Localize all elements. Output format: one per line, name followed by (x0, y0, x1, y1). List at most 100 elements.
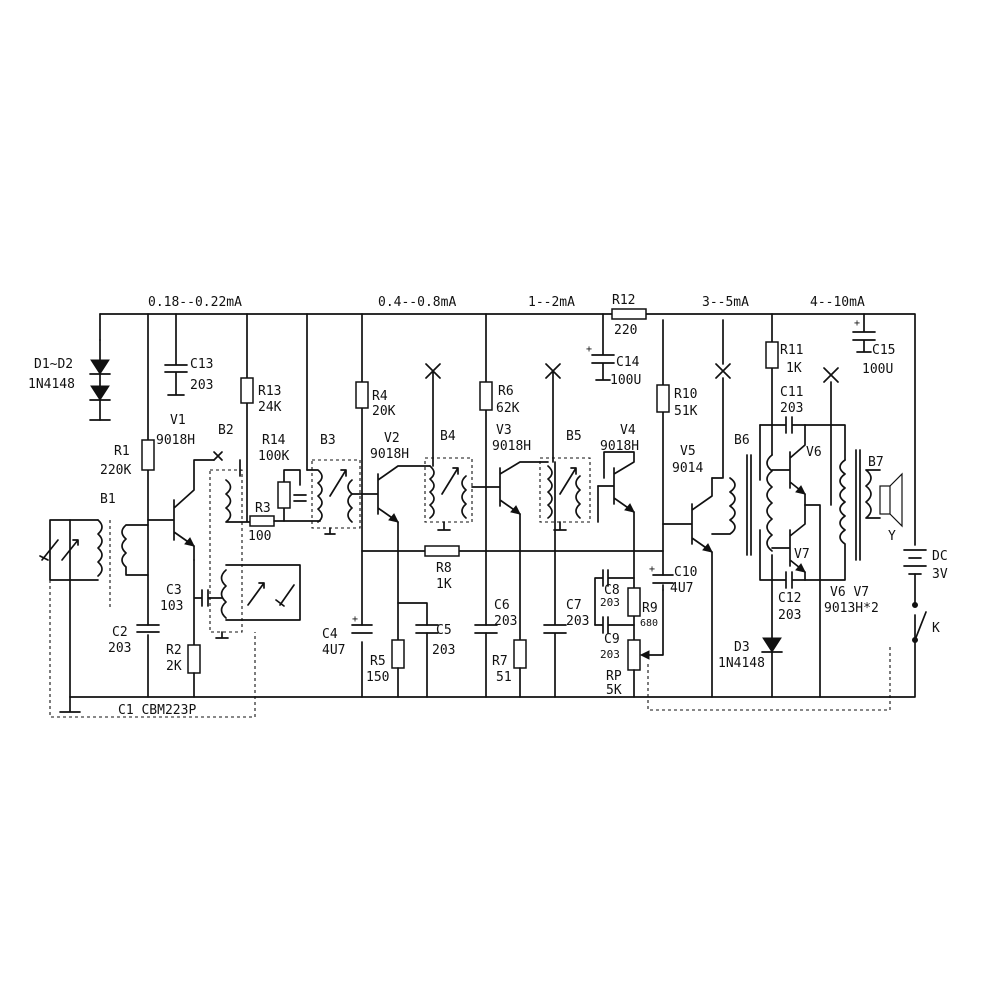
resistor-r1 (141, 313, 155, 698)
svg-text:+: + (586, 344, 592, 355)
v5-ref: V5 (680, 444, 696, 459)
r6-ref: R6 (498, 384, 514, 399)
r10-val: 51K (674, 404, 698, 419)
break-mark-stage4 (715, 319, 731, 479)
b4-ref: B4 (440, 429, 456, 444)
v5-val: 9014 (672, 461, 703, 476)
r7-val: 51 (496, 670, 512, 685)
c7-val: 203 (566, 614, 589, 629)
k-ref: K (932, 621, 940, 636)
c5-val: 203 (432, 643, 455, 658)
c5-ref: C5 (436, 623, 452, 638)
c8-ref: C8 (604, 583, 620, 598)
if-transformer-b5 (539, 457, 591, 531)
r8-val: 1K (436, 577, 452, 592)
r9-ref: R9 (642, 601, 658, 616)
c15-val: 100U (862, 362, 893, 377)
c14-val: 100U (610, 373, 641, 388)
c6-ref: C6 (494, 598, 510, 613)
if-transformer-b4 (424, 457, 473, 531)
rp-val: 5K (606, 683, 622, 698)
v4-val: 9018H (600, 439, 639, 454)
c11-ref: C11 (780, 385, 803, 400)
resistor-r3 (249, 515, 321, 527)
c9-ref: C9 (604, 632, 620, 647)
capacitor-c14: + (586, 313, 615, 381)
b6-ref: B6 (734, 433, 750, 448)
current-stage2: 0.4--0.8mA (378, 295, 456, 310)
b5-ref: B5 (566, 429, 582, 444)
r1-ref: R1 (114, 444, 130, 459)
c2-val: 203 (108, 641, 131, 656)
resistor-r6 (474, 313, 498, 698)
transistor-v6 (771, 424, 846, 506)
capacitor-c7 (543, 461, 567, 698)
capacitor-c2 (136, 624, 160, 633)
c4-val: 4U7 (322, 643, 345, 658)
r4-ref: R4 (372, 389, 388, 404)
r1-val: 220K (100, 463, 131, 478)
d1d2-ref: D1~D2 (34, 357, 73, 372)
ground-symbol-main (59, 696, 81, 713)
b3-ref: B3 (320, 433, 336, 448)
d3-val: 1N4148 (718, 656, 765, 671)
break-mark-b4 (425, 363, 441, 467)
c13-val: 203 (190, 378, 213, 393)
resistor-r8 (361, 545, 664, 557)
c6-val: 203 (494, 614, 517, 629)
c4-ref: C4 (322, 627, 338, 642)
r12-ref: R12 (612, 293, 635, 308)
b7-ref: B7 (868, 455, 884, 470)
r13-ref: R13 (258, 384, 281, 399)
resistor-r4 (355, 313, 369, 698)
c1-gang-link (49, 580, 256, 718)
v6v7-ref: V6 V7 (830, 585, 869, 600)
r4-val: 20K (372, 404, 396, 419)
transistor-v3 (471, 461, 549, 641)
current-stage4: 3--5mA (702, 295, 749, 310)
resistor-r2 (187, 644, 201, 698)
transistor-v5 (662, 477, 723, 698)
v4-ref: V4 (620, 423, 636, 438)
capacitor-c11 (759, 416, 806, 481)
capacitor-c3 (193, 559, 223, 646)
y-ref: Y (888, 529, 896, 544)
r6-val: 62K (496, 401, 520, 416)
v1-ref: V1 (170, 413, 186, 428)
capacitor-c13 (164, 313, 188, 396)
diode-d3 (761, 554, 783, 698)
r11-val: 1K (786, 361, 802, 376)
power-rail-top (99, 313, 916, 546)
capacitor-c15: + (852, 313, 876, 353)
potentiometer-rp (627, 589, 664, 698)
c14-ref: C14 (616, 355, 640, 370)
c2-ref: C2 (112, 625, 128, 640)
resistor-r9 (627, 587, 641, 617)
break-mark-b5 (545, 363, 561, 463)
c10-val: 4U7 (670, 581, 693, 596)
r8-ref: R8 (436, 561, 452, 576)
transistor-v2 (351, 465, 431, 641)
c12-ref: C12 (778, 591, 801, 606)
resistor-r14-cap (277, 469, 307, 522)
output-transformer-b7 (804, 449, 881, 581)
v7-ref: V7 (794, 547, 810, 562)
c13-ref: C13 (190, 357, 213, 372)
v2-ref: V2 (384, 431, 400, 446)
r11-ref: R11 (780, 343, 803, 358)
svg-text:+: + (854, 318, 860, 329)
v1-val: 9018H (156, 433, 195, 448)
capacitor-c4: + (351, 614, 373, 634)
resistor-r10 (656, 319, 670, 591)
capacitor-c8 (594, 569, 635, 626)
svg-text:+: + (649, 564, 655, 575)
v3-ref: V3 (496, 423, 512, 438)
r9-val: 680 (640, 618, 658, 629)
if-transformer-b3 (306, 313, 361, 535)
r14-val: 100K (258, 449, 289, 464)
resistor-r13 (240, 313, 254, 522)
d1d2-val: 1N4148 (28, 377, 75, 392)
b1-ref: B1 (100, 492, 116, 507)
oscillator-coil-b2 (209, 451, 301, 639)
transistor-v4 (597, 451, 635, 641)
